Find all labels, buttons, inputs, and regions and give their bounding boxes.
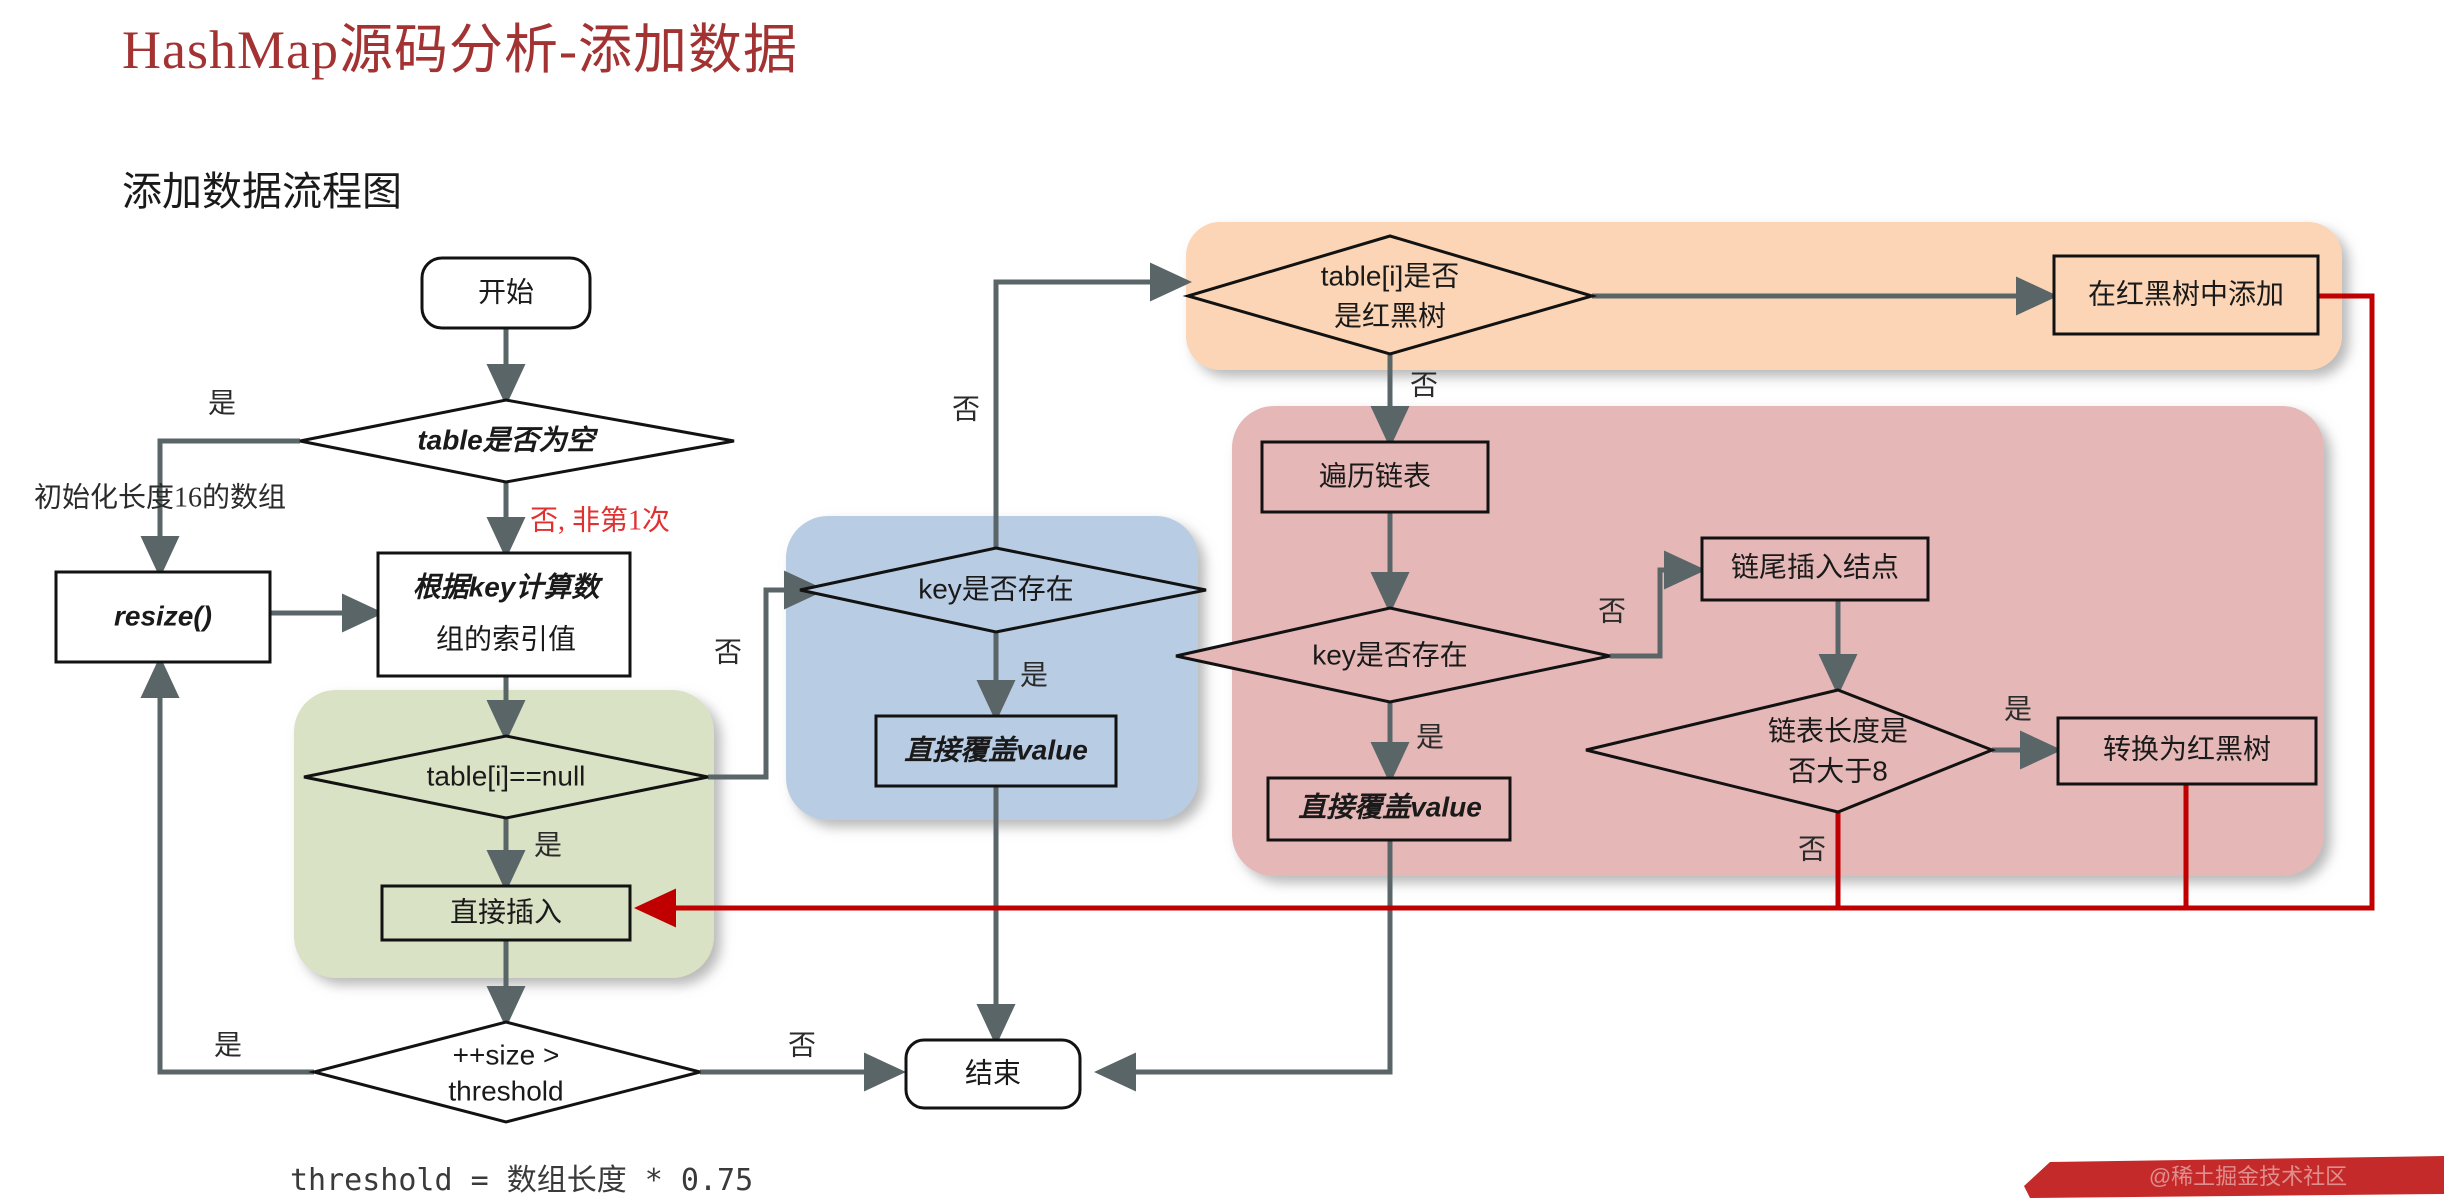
svg-text:key是否存在: key是否存在 [1312, 639, 1468, 670]
node-len-gt8-decision[interactable]: 链表长度是 否大于8 [1585, 688, 1997, 814]
node-size-threshold-decision[interactable]: ++size > threshold [308, 1020, 701, 1124]
svg-text:链表长度是: 链表长度是 [1768, 715, 1908, 746]
edge-label-init-array: 初始化长度16的数组 [34, 481, 286, 513]
svg-text:直接插入: 直接插入 [450, 896, 562, 927]
svg-text:key是否存在: key是否存在 [918, 573, 1074, 604]
node-convert-to-rbtree[interactable]: 转换为红黑树 [2056, 716, 2318, 786]
node-add-in-rbtree[interactable]: 在红黑树中添加 [2052, 254, 2320, 336]
node-append-tail[interactable]: 链尾插入结点 [1700, 536, 1930, 602]
edge-overwrite-pink-to-end [1093, 838, 1393, 1092]
node-start[interactable]: 开始 [420, 256, 592, 330]
edge-label-len-gt8-no: 否 [1798, 834, 1826, 865]
node-overwrite-value-blue[interactable]: 直接覆盖value [874, 714, 1118, 788]
edge-label-table-empty-yes: 是 [208, 388, 236, 419]
svg-text:链尾插入结点: 链尾插入结点 [1731, 551, 1899, 582]
watermark: @稀土掘金技术社区 [2024, 1156, 2444, 1198]
svg-text:结束: 结束 [965, 1057, 1021, 1088]
node-tablei-null-decision[interactable]: table[i]==null [303, 734, 709, 820]
footer-note: threshold = 数组长度 * 0.75 [290, 1163, 753, 1198]
node-is-rbtree-decision[interactable]: table[i]是否 是红黑树 [1182, 234, 1598, 356]
svg-text:threshold: threshold [448, 1075, 563, 1106]
node-traverse-list[interactable]: 遍历链表 [1260, 440, 1490, 514]
node-key-exists-blue-decision[interactable]: key是否存在 [799, 546, 1207, 634]
svg-text:在红黑树中添加: 在红黑树中添加 [2088, 278, 2284, 309]
svg-text:是红黑树: 是红黑树 [1334, 300, 1446, 331]
svg-text:否大于8: 否大于8 [1788, 755, 1888, 786]
edge-label-len-gt8-yes: 是 [2004, 694, 2032, 725]
svg-text:转换为红黑树: 转换为红黑树 [2103, 733, 2271, 764]
svg-text:开始: 开始 [478, 276, 534, 307]
edge-label-size-threshold-yes: 是 [214, 1030, 242, 1061]
edge-size-threshold-yes-to-resize [140, 655, 314, 1075]
edge-table-empty-yes-to-resize [140, 438, 300, 579]
edge-label-key-exists-pink-no: 否 [1598, 596, 1626, 627]
edge-key-exists-pink-no-to-append [1610, 550, 1707, 659]
node-calc-index[interactable]: 根据key计算数 组的索引值 [376, 551, 632, 678]
edge-up-to-rbtree-decision [993, 262, 1193, 556]
edge-label-tablei-null-no: 否 [714, 637, 742, 668]
edge-label-to-blue-no: 否 [952, 394, 980, 425]
node-end[interactable]: 结束 [904, 1038, 1082, 1110]
svg-text:遍历链表: 遍历链表 [1319, 460, 1431, 491]
svg-text:组的索引值: 组的索引值 [436, 623, 576, 654]
svg-text:resize(): resize() [114, 600, 212, 631]
edge-red-return-to-insert [633, 293, 2375, 928]
svg-text:table[i]==null: table[i]==null [427, 760, 586, 791]
svg-text:@稀土掘金技术社区: @稀土掘金技术社区 [2149, 1164, 2347, 1189]
edge-label-key-exists-blue-yes: 是 [1020, 660, 1048, 691]
svg-text:直接覆盖value: 直接覆盖value [904, 734, 1088, 765]
subtitle: 添加数据流程图 [122, 169, 402, 214]
node-overwrite-value-pink[interactable]: 直接覆盖value [1266, 776, 1512, 842]
node-key-exists-pink-decision[interactable]: key是否存在 [1175, 606, 1611, 704]
node-resize[interactable]: resize() [54, 570, 272, 664]
svg-text:table[i]是否: table[i]是否 [1321, 260, 1460, 291]
edge-label-size-threshold-no: 否 [788, 1030, 816, 1061]
node-direct-insert[interactable]: 直接插入 [380, 884, 632, 942]
svg-text:直接覆盖value: 直接覆盖value [1298, 791, 1482, 822]
svg-text:++size >: ++size > [453, 1039, 560, 1070]
node-table-empty-decision[interactable]: table是否为空 [299, 398, 735, 484]
edge-label-table-empty-no: 否, 非第1次 [530, 504, 670, 536]
svg-text:根据key计算数: 根据key计算数 [413, 571, 604, 602]
edge-label-tablei-null-yes: 是 [534, 830, 562, 861]
page-title: HashMap源码分析-添加数据 [122, 20, 798, 80]
svg-text:table是否为空: table是否为空 [417, 424, 598, 455]
edge-label-rbtree-no: 否 [1410, 370, 1438, 401]
edge-tablei-null-no-to-key-exists-blue [708, 570, 827, 780]
edge-label-key-exists-pink-yes: 是 [1416, 722, 1444, 753]
